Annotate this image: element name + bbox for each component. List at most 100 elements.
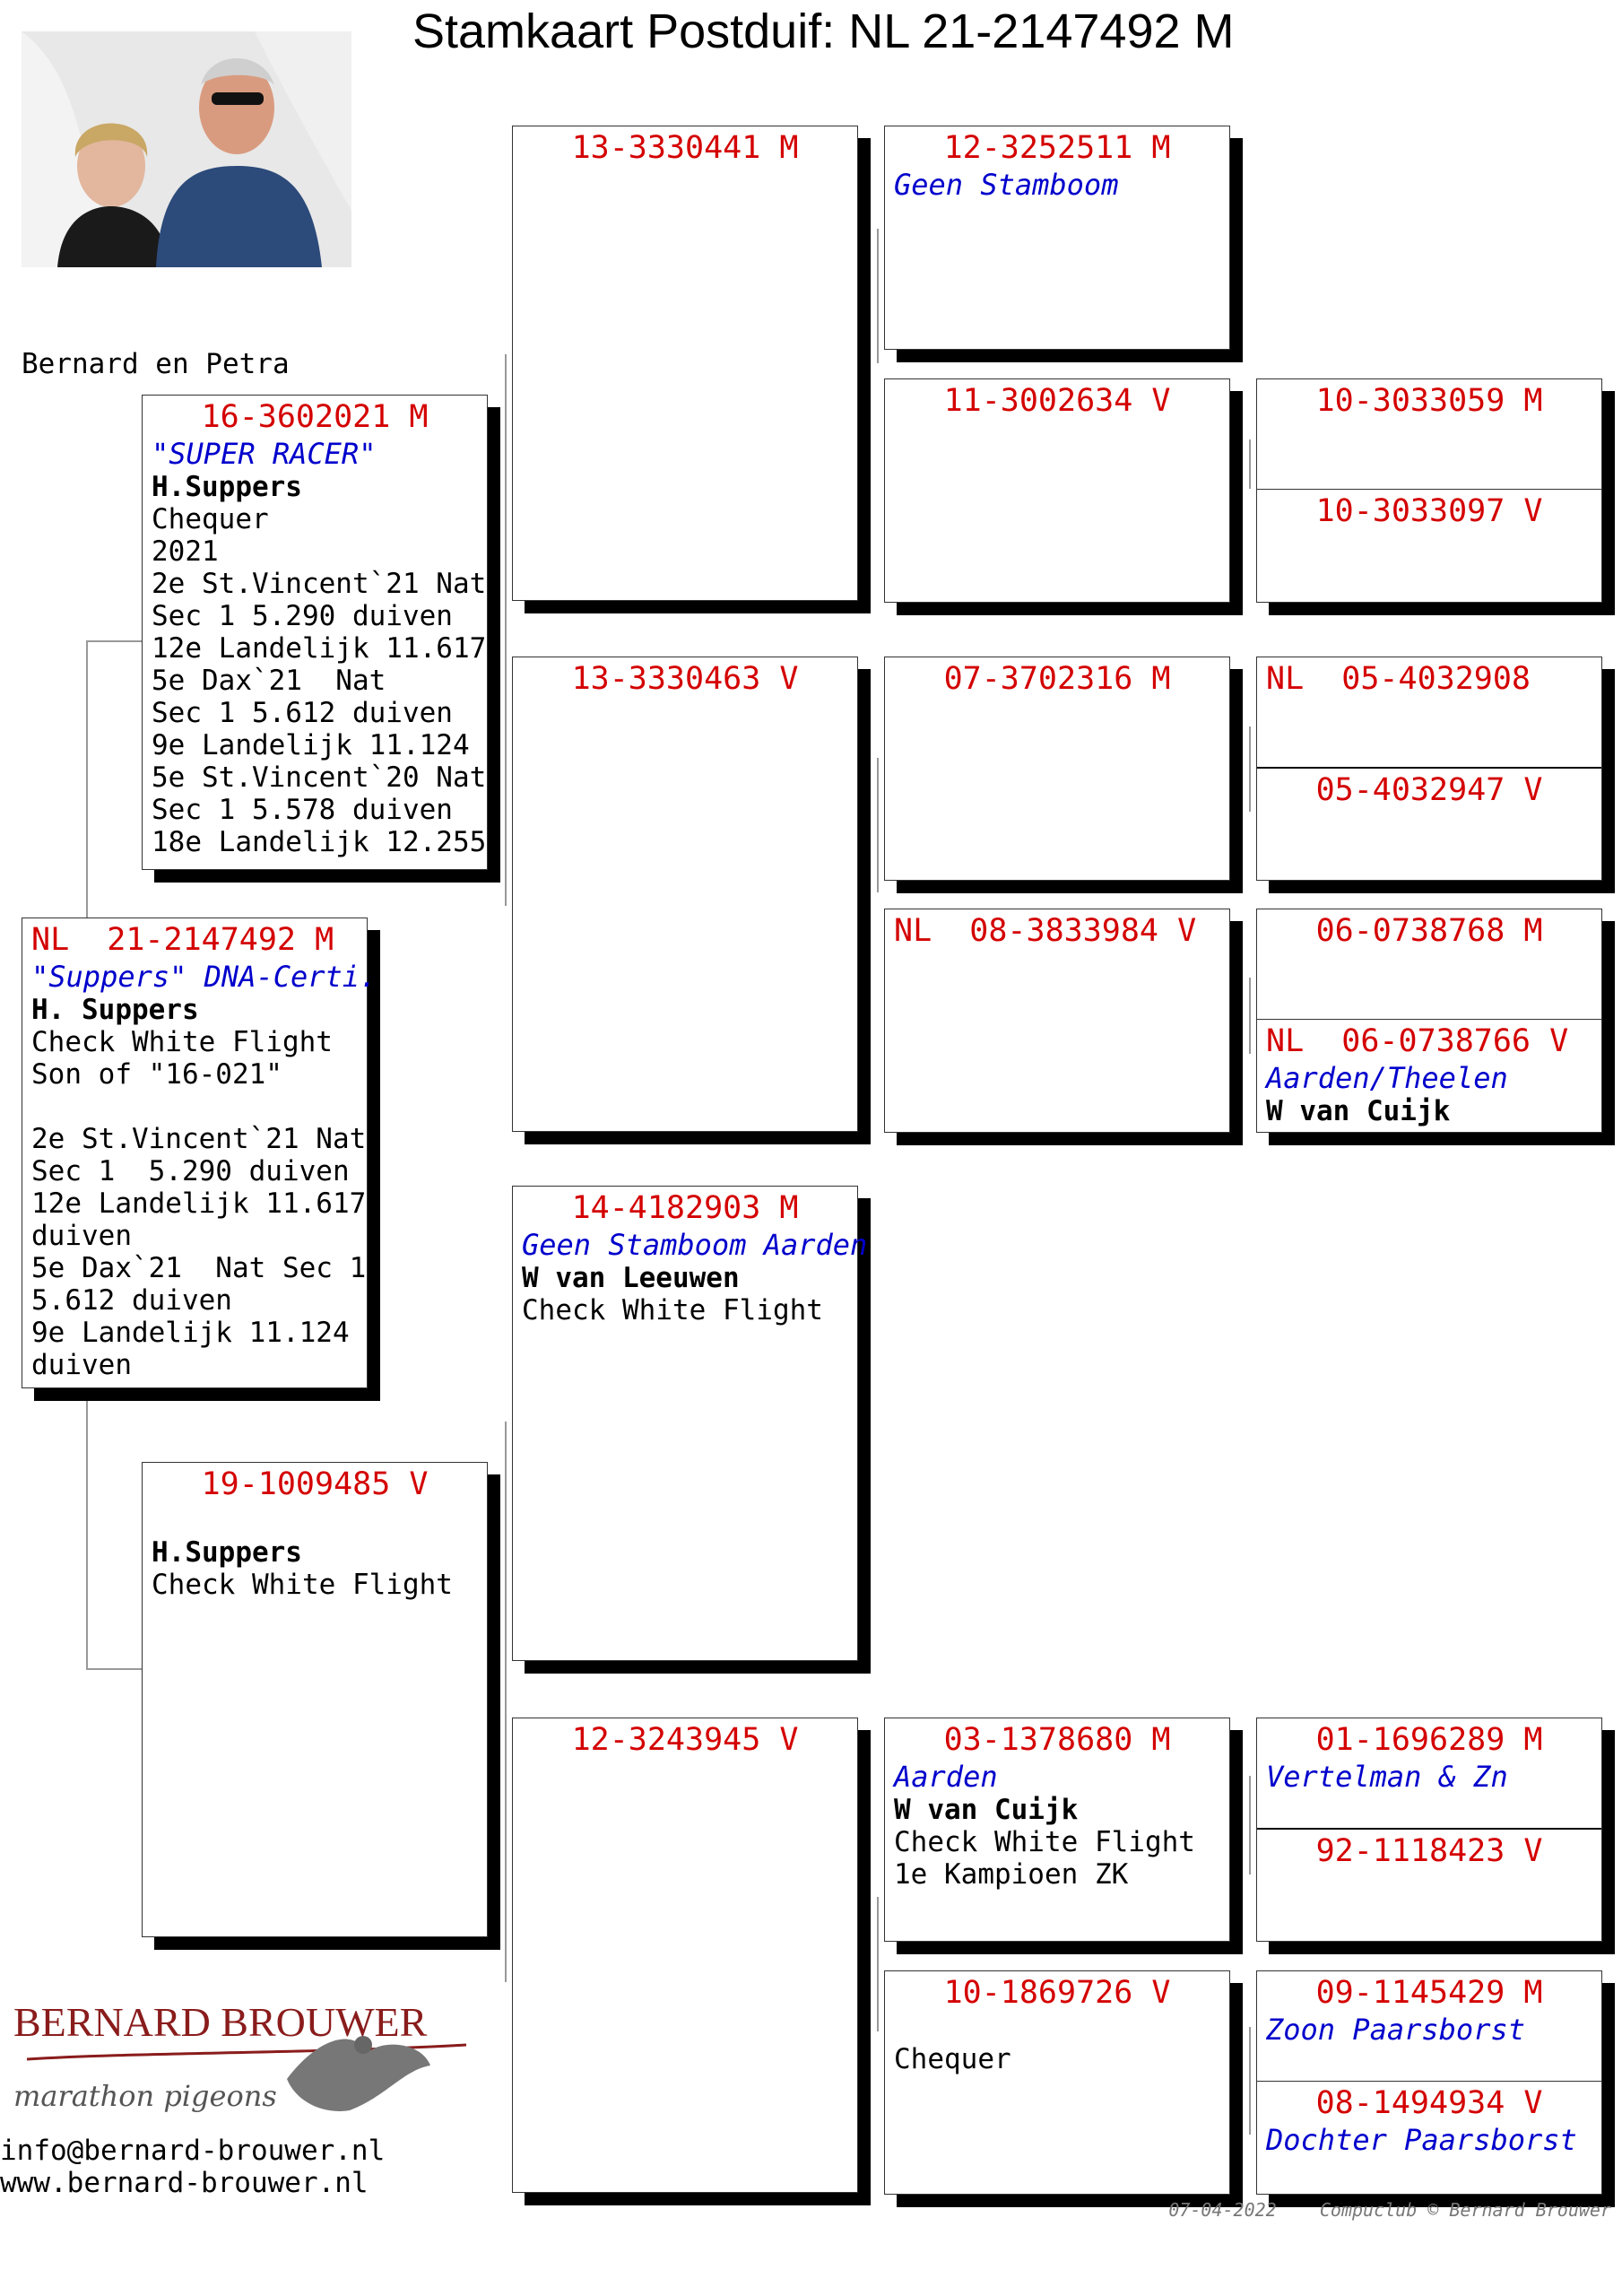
ring-number: NL 21-2147492 M bbox=[31, 922, 334, 958]
info-line: 9e Landelijk 11.124 bbox=[152, 729, 470, 761]
pigeon-card-ff[interactable]: 13-3330441 M bbox=[512, 126, 858, 601]
info-line: Check White Flight bbox=[894, 1826, 1195, 1858]
pigeon-slot-sire[interactable]: NL 05-4032908 bbox=[1257, 657, 1601, 767]
pigeon-slot-sire[interactable]: 01-1696289 M Vertelman & Zn bbox=[1257, 1718, 1601, 1828]
pigeon-card-mmm[interactable]: 10-1869726 V Chequer bbox=[884, 1970, 1230, 2195]
ring-number: 19-1009485 V bbox=[201, 1466, 429, 1502]
page-title: Stamkaart Postduif: NL 21-2147492 M bbox=[412, 4, 1235, 58]
info-line: Son of "16-021" bbox=[31, 1058, 282, 1091]
ring-number: 92-1118423 V bbox=[1315, 1833, 1543, 1869]
connector-line bbox=[505, 354, 507, 906]
breeder-name: W van Cuijk bbox=[894, 1794, 1079, 1826]
pigeon-card-mm[interactable]: 12-3243945 V bbox=[512, 1718, 858, 2193]
pigeon-card-pair-ffm[interactable]: 10-3033059 M 10-3033097 V bbox=[1256, 378, 1602, 603]
strain-label: Aarden bbox=[894, 1760, 998, 1794]
contact-website[interactable]: www.bernard-brouwer.nl bbox=[0, 2167, 369, 2199]
ring-number: 10-3033059 M bbox=[1315, 383, 1543, 419]
ring-number: 03-1378680 M bbox=[943, 1722, 1171, 1758]
breeder-name: H. Suppers bbox=[31, 994, 199, 1026]
pigeon-card-fmf[interactable]: 07-3702316 M bbox=[884, 657, 1230, 881]
info-line: 5e Dax`21 Nat bbox=[152, 665, 386, 697]
pigeon-card-ffm[interactable]: 11-3002634 V bbox=[884, 378, 1230, 603]
ring-number: 13-3330441 M bbox=[571, 130, 799, 166]
pigeon-card-pair-fmm[interactable]: 06-0738768 M NL 06-0738766 V Aarden/Thee… bbox=[1256, 909, 1602, 1133]
ring-number: 06-0738768 M bbox=[1315, 913, 1543, 949]
contact-email[interactable]: info@bernard-brouwer.nl bbox=[0, 2135, 386, 2167]
info-line: Chequer bbox=[152, 503, 269, 535]
pigeon-card-pair-mmf[interactable]: 01-1696289 M Vertelman & Zn 92-1118423 V bbox=[1256, 1718, 1602, 1942]
pigeon-slot-dam[interactable]: 92-1118423 V bbox=[1257, 1828, 1601, 1943]
connector-line bbox=[877, 229, 879, 363]
logo-tagline: marathon pigeons bbox=[13, 2079, 277, 2113]
strain-label: Geen Stamboom bbox=[894, 168, 1119, 202]
info-line: 2e St.Vincent`21 Nat bbox=[31, 1123, 367, 1155]
ring-number: 14-4182903 M bbox=[571, 1190, 799, 1226]
pigeon-card-mmf[interactable]: 03-1378680 M Aarden W van Cuijk Check Wh… bbox=[884, 1718, 1230, 1942]
info-line: 2e St.Vincent`21 Nat bbox=[152, 568, 487, 600]
pigeon-card-fmm[interactable]: NL 08-3833984 V bbox=[884, 909, 1230, 1133]
info-line: Sec 1 5.578 duiven bbox=[152, 794, 453, 826]
pigeon-slot-sire[interactable]: 10-3033059 M bbox=[1257, 379, 1601, 489]
info-line: 12e Landelijk 11.617 bbox=[31, 1187, 367, 1220]
pigeon-card-pair-mmm[interactable]: 09-1145429 M Zoon Paarsborst 08-1494934 … bbox=[1256, 1970, 1602, 2195]
connector-line bbox=[86, 1668, 142, 1670]
info-line: 18e Landelijk 12.255 bbox=[152, 826, 487, 858]
strain-label: Vertelman & Zn bbox=[1266, 1760, 1508, 1794]
info-line bbox=[31, 1091, 358, 1123]
ring-number: 12-3243945 V bbox=[571, 1722, 799, 1758]
info-line: Check White Flight bbox=[31, 1026, 333, 1058]
pigeon-slot-dam[interactable]: 08-1494934 V Dochter Paarsborst bbox=[1257, 2081, 1601, 2196]
connector-line bbox=[505, 1422, 507, 1982]
connector-line bbox=[86, 640, 142, 642]
ring-number: 13-3330463 V bbox=[571, 661, 799, 697]
info-line: duiven bbox=[31, 1349, 132, 1381]
info-line: 2021 bbox=[152, 535, 219, 568]
connector-line bbox=[877, 1897, 879, 2031]
ring-number: 05-4032947 V bbox=[1315, 772, 1543, 808]
ring-number: 10-3033097 V bbox=[1315, 493, 1543, 529]
pigeon-slot-dam[interactable]: 05-4032947 V bbox=[1257, 767, 1601, 882]
pigeon-card-main[interactable]: NL 21-2147492 M "Suppers" DNA-Certi. H. … bbox=[22, 918, 377, 1388]
breeder-name: H.Suppers bbox=[152, 1536, 302, 1569]
pigeon-card-fm[interactable]: 13-3330463 V bbox=[512, 657, 858, 1132]
pigeon-slot-dam[interactable]: NL 06-0738766 V Aarden/Theelen W van Cui… bbox=[1257, 1019, 1601, 1134]
ring-number: NL 05-4032908 bbox=[1266, 661, 1531, 697]
connector-line bbox=[1249, 2027, 1251, 2135]
ring-number: NL 06-0738766 V bbox=[1266, 1023, 1569, 1059]
strain-label: "Suppers" DNA-Certi. bbox=[31, 960, 377, 994]
pigeon-icon bbox=[287, 2039, 430, 2111]
connector-line bbox=[1249, 726, 1251, 812]
connector-line bbox=[1249, 978, 1251, 1054]
ring-number: 10-1869726 V bbox=[943, 1975, 1171, 2011]
ring-number: 16-3602021 M bbox=[201, 399, 429, 435]
info-line: 5.612 duiven bbox=[31, 1284, 232, 1317]
pigeon-card-fff[interactable]: 12-3252511 M Geen Stamboom bbox=[884, 126, 1230, 350]
info-line: Sec 1 5.290 duiven bbox=[31, 1155, 350, 1187]
breeder-name: H.Suppers bbox=[152, 471, 302, 503]
brand-logo: BERNARD BROUWER marathon pigeons bbox=[9, 1989, 475, 2137]
info-line: 1e Kampioen ZK bbox=[894, 1858, 1129, 1891]
info-line: Chequer bbox=[894, 2043, 1011, 2075]
pigeon-card-pair-fmf[interactable]: NL 05-4032908 05-4032947 V bbox=[1256, 657, 1602, 881]
info-line: 9e Landelijk 11.124 bbox=[31, 1317, 350, 1349]
owner-names: Bernard en Petra bbox=[22, 348, 290, 380]
info-line: 5e St.Vincent`20 Nat bbox=[152, 761, 487, 794]
ring-number: 09-1145429 M bbox=[1315, 1975, 1543, 2011]
print-footer: 07-04-2022 Compuclub © Bernard Brouwer bbox=[1168, 2199, 1611, 2221]
info-line: Check White Flight bbox=[522, 1294, 823, 1326]
pigeon-card-mf[interactable]: 14-4182903 M Geen Stamboom Aarden W van … bbox=[512, 1186, 868, 1661]
pigeon-slot-sire[interactable]: 09-1145429 M Zoon Paarsborst bbox=[1257, 1971, 1601, 2081]
pigeon-card-father[interactable]: 16-3602021 M "SUPER RACER" H.Suppers Che… bbox=[142, 395, 488, 870]
pigeon-card-mother[interactable]: 19-1009485 V H.Suppers Check White Fligh… bbox=[142, 1462, 488, 1937]
ring-number: NL 08-3833984 V bbox=[894, 913, 1197, 949]
owner-photo bbox=[22, 31, 351, 267]
pigeon-slot-sire[interactable]: 06-0738768 M bbox=[1257, 909, 1601, 1019]
breeder-name: W van Leeuwen bbox=[522, 1262, 740, 1294]
pigeon-slot-dam[interactable]: 10-3033097 V bbox=[1257, 489, 1601, 604]
ring-number: 11-3002634 V bbox=[943, 383, 1171, 419]
info-line: duiven bbox=[31, 1220, 132, 1252]
strain-label: Zoon Paarsborst bbox=[1266, 2013, 1525, 2047]
info-line: 12e Landelijk 11.617 bbox=[152, 632, 487, 665]
strain-label: Geen Stamboom Aarden bbox=[522, 1228, 868, 1262]
info-line: Sec 1 5.290 duiven bbox=[152, 600, 453, 632]
